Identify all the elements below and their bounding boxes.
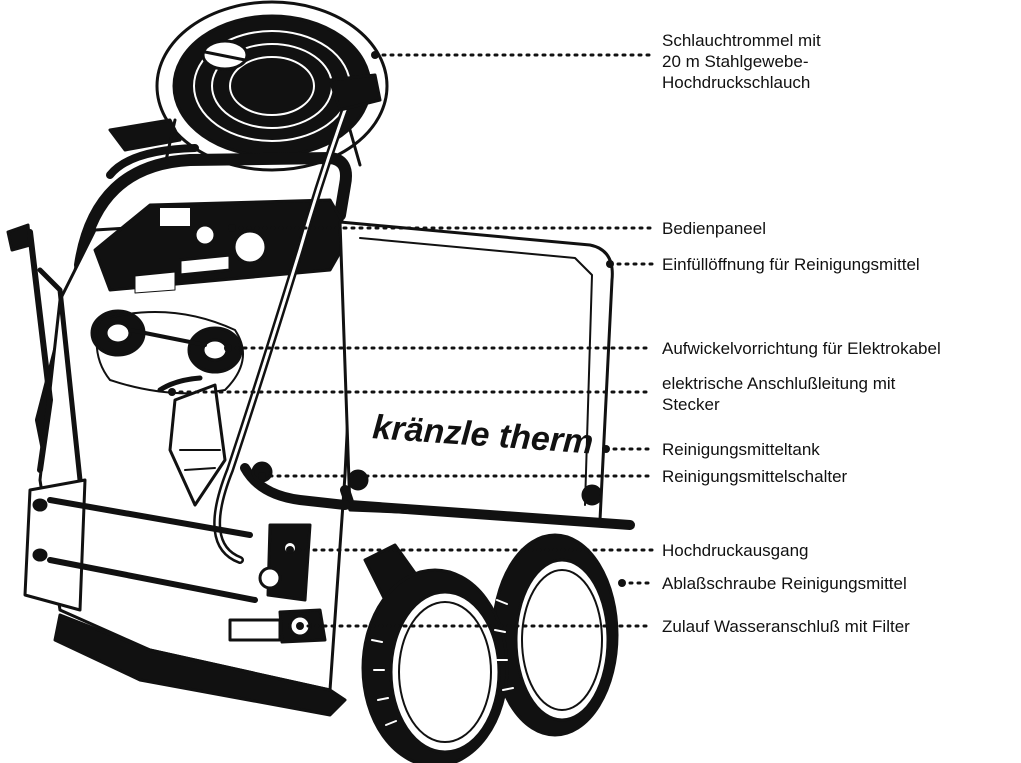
cable-winder — [90, 309, 244, 395]
callout-detergent-switch: Reinigungsmittelschalter — [662, 467, 848, 486]
callout-control-panel: Bedienpaneel — [662, 219, 766, 238]
control-panel — [93, 198, 352, 294]
callout-detergent-fill: Einfüllöffnung für Reinigungsmittel — [662, 255, 920, 274]
rear-wheel — [491, 533, 619, 737]
base — [53, 613, 347, 717]
spray-lance — [6, 223, 83, 483]
power-plug — [157, 375, 227, 507]
callout-high-pressure-out: Hochdruckausgang — [662, 541, 809, 560]
callout-detergent-tank: Reinigungsmitteltank — [662, 440, 820, 459]
callout-hose-reel: Schlauchtrommel mit 20 m Stahlgewebe- Ho… — [662, 31, 821, 92]
front-wheel — [361, 568, 509, 763]
side-panel — [23, 478, 258, 612]
leader-lines — [170, 53, 654, 628]
callout-power-cable: elektrische Anschlußleitung mit Stecker — [662, 374, 896, 414]
callout-drain-screw: Ablaßschraube Reinigungsmittel — [662, 574, 907, 593]
callout-cable-winder: Aufwickelvorrichtung für Elektrokabel — [662, 339, 941, 358]
callout-water-inlet: Zulauf Wasseranschluß mit Filter — [662, 617, 910, 636]
leader-endpoints — [168, 51, 626, 630]
